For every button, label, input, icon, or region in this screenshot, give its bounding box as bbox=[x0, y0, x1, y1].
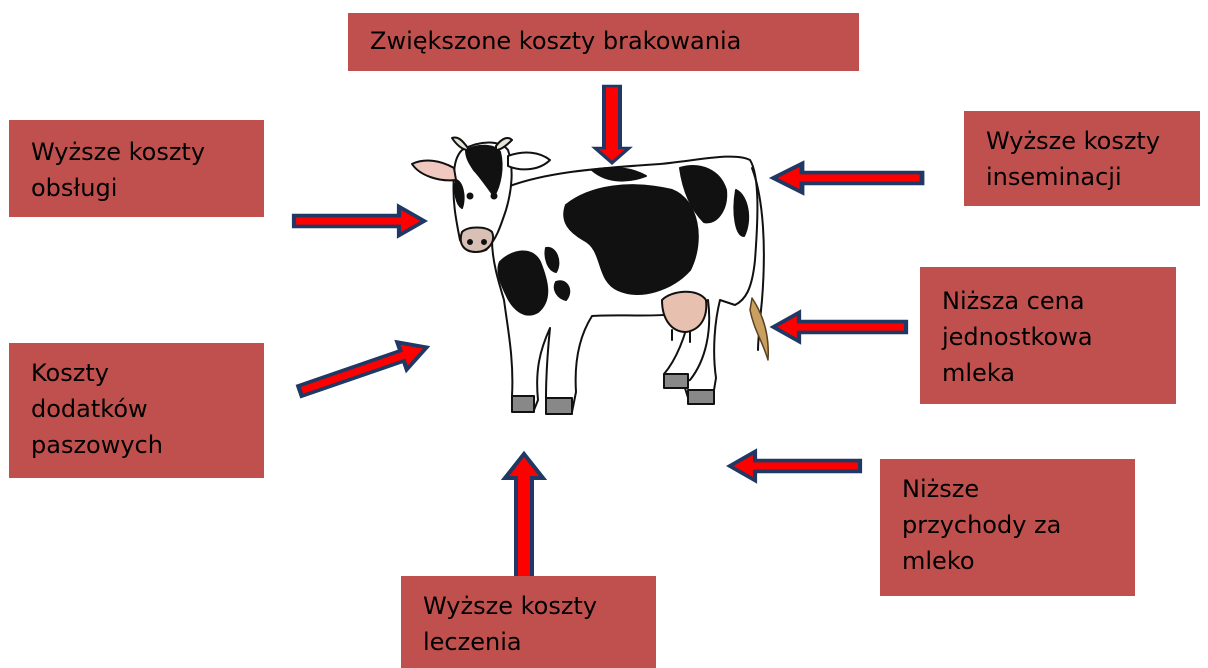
box-middle-right: Niższa cena jednostkowa mleka bbox=[920, 267, 1176, 404]
box-lower-left: Koszty dodatków paszowych bbox=[9, 343, 264, 478]
box-lower-right: Niższe przychody za mleko bbox=[880, 459, 1135, 596]
box-upper-right: Wyższe koszty inseminacji bbox=[964, 111, 1200, 206]
box-upper-left: Wyższe koszty obsługi bbox=[9, 120, 264, 217]
box-top: Zwiększone koszty brakowania bbox=[348, 13, 859, 71]
arrow-from-bottom bbox=[505, 454, 543, 578]
arrow-from-upper-right bbox=[773, 164, 922, 193]
arrow-from-upper-left bbox=[294, 207, 424, 236]
arrow-from-lower-left bbox=[295, 334, 431, 405]
box-bottom: Wyższe koszty leczenia bbox=[401, 576, 656, 668]
arrow-from-lower-right bbox=[730, 452, 860, 481]
cow-illustration bbox=[412, 137, 768, 414]
arrow-from-top bbox=[595, 86, 629, 163]
arrow-from-middle-right bbox=[773, 313, 906, 342]
